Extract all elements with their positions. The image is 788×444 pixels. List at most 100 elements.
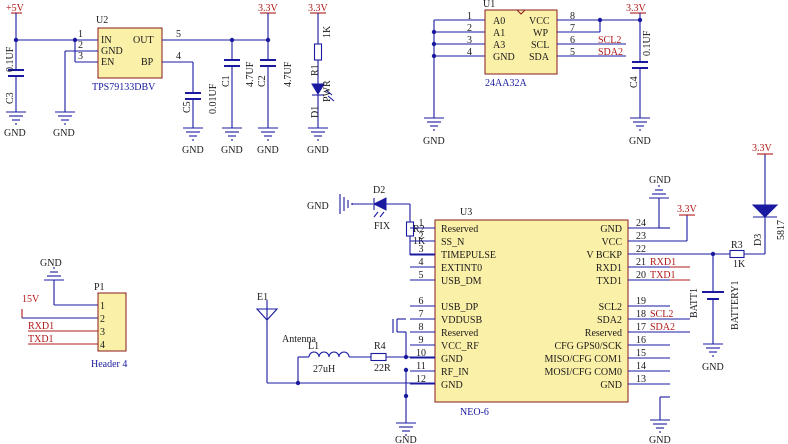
gnd-label: GND [257,145,279,156]
c4-value: 0.1UF [642,30,653,56]
c5-value: 0.01UF [208,83,219,114]
ground-symbol [424,117,444,131]
u1-part: 24AA32A [485,78,527,89]
u3-pinnum-right: 19 [636,296,646,307]
net-scl2-label: SCL2 [598,35,621,46]
u1-pinnum-6: 6 [570,35,575,46]
gnd-label: GND [649,175,671,186]
r1-ref: R1 [310,64,321,76]
u1-pinnum-1: 1 [467,11,472,22]
u3-pin-name-right: TXD1 [596,276,622,287]
net-15v-label: 15V [22,294,40,305]
capacitor-c2 [260,40,276,128]
u3-pin-name-left: VDDUSB [441,315,482,326]
ground-symbol [703,343,723,357]
gnd-label: GND [40,258,62,269]
p1-pin-1: 1 [100,301,105,312]
junction [597,17,603,23]
p1-pin-3: 3 [100,327,105,338]
p1-part: Header 4 [91,359,127,370]
u2-pin-bp: BP [141,57,154,68]
net-scl2-label: SCL2 [650,309,673,320]
gnd-label: GND [4,128,26,139]
u3-pin-name-left: RF_IN [441,367,469,378]
u1-pinnum-2: 2 [467,23,472,34]
u2-pinnum-5: 5 [176,29,181,40]
u3-pinnum-left: 3 [419,244,424,255]
u3-pin-name-right: V BCKP [586,250,622,261]
u3-part: NEO-6 [460,407,489,418]
u1-pin-a1: A1 [493,28,505,39]
u3-pin-name-left: GND [441,380,463,391]
c2-ref: C2 [257,75,268,87]
gnd-label: GND [221,145,243,156]
u2-ref: U2 [96,15,108,26]
c5-ref: C5 [182,101,193,113]
capacitor-c1 [224,40,240,128]
u1-pinnum-4: 4 [467,47,472,58]
u2-regulator-body [97,27,163,79]
capacitor-c3 [8,40,24,112]
u3-pin-name-left: USB_DM [441,276,482,287]
u2-pinnum-1: 1 [78,29,83,40]
r4-value: 22R [374,363,391,374]
junction [431,53,437,59]
u3-pin-name-right: SCL2 [599,302,622,313]
ground-symbol [258,127,278,141]
u1-pin-wp: WP [533,28,548,39]
c1-ref: C1 [221,75,232,87]
u3-pinnum-left: 10 [416,348,426,359]
led-emission-arrows [325,89,335,102]
gnd-label: GND [53,128,75,139]
u3-pin-name-right: GND [600,380,622,391]
u3-pin-name-left: Reserved [441,224,478,235]
batt-ref: BATT1 [689,288,700,318]
u3-pinnum-right: 15 [636,348,646,359]
u3-pinnum-right: 23 [636,231,646,242]
p1-pin-4: 4 [100,340,105,351]
gnd-label: GND [702,362,724,373]
u3-pin-name-left: VCC_RF [441,341,479,352]
u3-pin-name-right: Reserved [585,328,622,339]
u3-pinnum-left: 1 [419,218,424,229]
gnd-label: GND [423,136,445,147]
u3-pin-name-right: SDA2 [597,315,622,326]
net-plus5v-label: +5V [6,3,25,14]
r4-ref: R4 [374,341,386,352]
resistor-r1 [313,43,323,61]
net-3v3-label: 3.3V [258,3,279,14]
u2-pinnum-3: 3 [78,51,83,62]
led-d1 [311,83,325,95]
u3-pinnum-right: 22 [636,244,646,255]
u2-pinnum-4: 4 [176,51,181,62]
junction [431,41,437,47]
u3-gps-module-body [434,219,629,403]
net-3v3-label: 3.3V [752,143,773,154]
u1-pin-a0: A0 [493,16,505,27]
u3-pin-name-left: USB_DP [441,302,479,313]
gnd-label: GND [649,435,671,444]
gnd-label: GND [395,435,417,444]
c3-ref: C3 [5,92,16,104]
u3-pin-name-left: EXTINT0 [441,263,482,274]
p1-ref: P1 [94,282,105,293]
r2-ref: R2 [413,224,425,235]
r1-value: 1K [322,25,333,38]
u3-pinnum-left: 7 [419,309,424,320]
u3-pinnum-right: 17 [636,322,646,333]
diode-d3 [751,204,779,218]
u3-pinnum-left: 8 [419,322,424,333]
d1-ref: D1 [310,106,321,118]
u3-pinnum-left: 4 [419,257,424,268]
ground-symbol [6,111,26,125]
u3-pin-name-left: SS_N [441,237,464,248]
u1-pin-gnd: GND [493,52,515,63]
d3-ref: D3 [753,234,764,246]
u3-pinnum-right: 13 [636,374,646,385]
ground-symbol-inverted [44,267,64,281]
resistor-r4 [370,352,387,362]
u2-pinnum-2: 2 [78,40,83,51]
net-rxd1-label: RXD1 [650,257,676,268]
u3-pinnum-left: 11 [416,361,426,372]
u3-pinnum-right: 24 [636,218,646,229]
